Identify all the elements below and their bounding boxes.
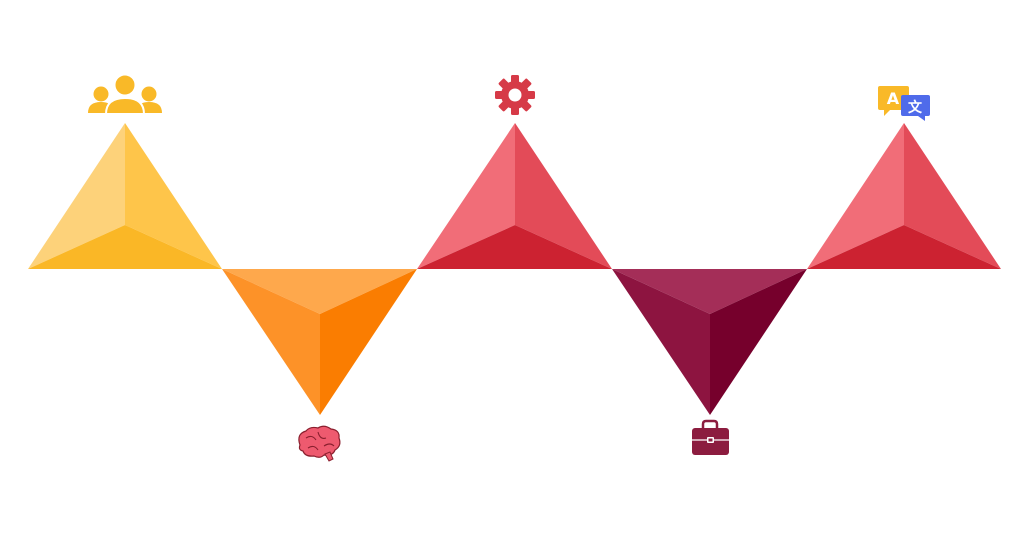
translate-letter-a: A [887,89,900,108]
pyramid-step-2 [222,269,417,415]
pyramid-step-2-left-face [222,269,320,415]
briefcase-icon [692,419,729,455]
pyramid-step-3-bottom-face [417,225,612,269]
pyramid-step-5-right-face [904,123,1001,269]
pyramid-step-5 [807,123,1001,269]
pyramid-step-5-left-face [807,123,904,269]
translate-letter-wen: 文 [908,99,923,116]
translate-icon: A 文 [878,86,930,121]
pyramid-step-3-right-face [515,123,612,269]
people-group-icon [88,73,162,115]
pyramid-step-1-right-face [125,123,222,269]
pyramid-step-2-top-face [222,269,417,314]
pyramid-step-3-left-face [417,123,515,269]
pyramid-step-4-left-face [612,269,710,415]
pyramid-step-2-right-face [320,269,417,415]
brain-icon [298,425,341,462]
pyramid-step-1-bottom-face [28,225,222,269]
gear-icon [495,75,535,115]
pyramid-step-1 [28,123,222,269]
pyramid-step-4 [612,269,807,415]
pyramid-step-3 [417,123,612,269]
pyramid-step-4-top-face [612,269,807,314]
pyramid-step-4-right-face [710,269,807,415]
pyramid-step-1-left-face [28,123,125,269]
pyramid-step-5-bottom-face [807,225,1001,269]
